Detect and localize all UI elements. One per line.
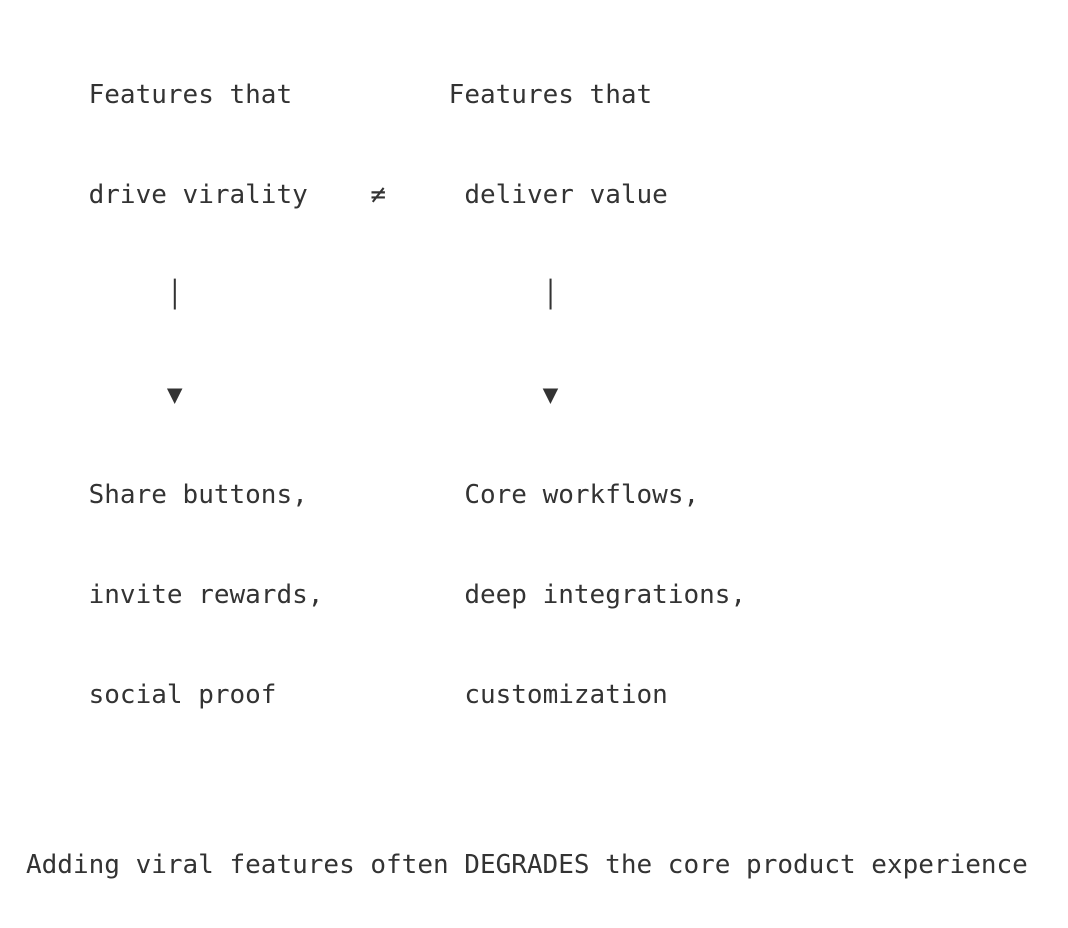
heading-row-1: Features that Features that: [26, 50, 653, 140]
items-row-2: invite rewards, deep integrations,: [26, 550, 746, 640]
right-heading-line2: deliver value: [464, 180, 668, 210]
connector-row: │ │: [26, 250, 558, 340]
left-down-arrow-icon: ▼: [166, 380, 183, 410]
right-heading-line1: Features that: [448, 80, 653, 110]
conclusion-text: Adding viral features often DEGRADES the…: [26, 850, 1028, 880]
right-down-arrow-icon: ▼: [542, 380, 559, 410]
right-item-1: Core workflows,: [464, 480, 700, 510]
left-item-3: social proof: [88, 680, 277, 710]
right-item-3: customization: [464, 680, 668, 710]
left-heading-line2: drive virality: [88, 180, 308, 210]
not-equal-symbol: ≠: [370, 180, 387, 210]
heading-row-2: drive virality ≠ deliver value: [26, 150, 668, 240]
left-item-1: Share buttons,: [88, 480, 308, 510]
left-heading-line1: Features that: [88, 80, 293, 110]
items-row-1: Share buttons, Core workflows,: [26, 450, 700, 540]
arrow-row: ▼ ▼: [26, 350, 558, 440]
left-item-2: invite rewards,: [88, 580, 324, 610]
right-connector-line: │: [542, 280, 559, 310]
left-connector-line: │: [166, 280, 183, 310]
right-item-2: deep integrations,: [464, 580, 747, 610]
items-row-3: social proof customization: [26, 650, 668, 740]
